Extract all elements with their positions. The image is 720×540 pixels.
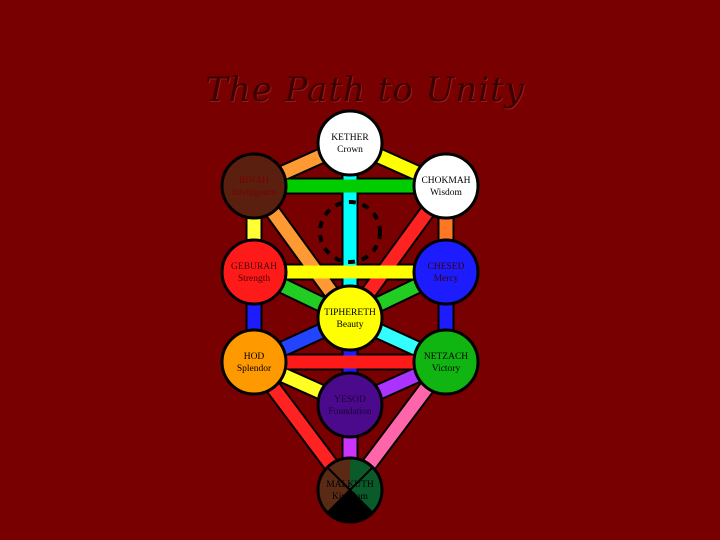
sephirah-circle-chokmah <box>412 152 480 220</box>
sephirah-malkuth: MALKUTH Kingdom <box>316 456 384 524</box>
malkuth-divider-b <box>326 466 374 514</box>
sephirah-meaning-hod: Splendor <box>237 364 272 374</box>
sephirah-netzach: NETZACH Victory <box>412 328 480 396</box>
malkuth-quarter-bottom <box>327 490 373 522</box>
malkuth-quarter-top-left <box>327 458 350 490</box>
sephirah-meaning-geburah: Strength <box>238 274 270 284</box>
malkuth-quarter-top-right <box>350 458 373 490</box>
sephirah-circle-geburah <box>220 238 288 306</box>
sephirah-name-chesed: CHESED <box>428 262 465 272</box>
sephirah-circle-hod <box>220 328 288 396</box>
daath-dashed-ring <box>318 200 382 264</box>
sephirah-name-chokmah: CHOKMAH <box>421 176 470 186</box>
sephirah-circle-netzach <box>412 328 480 396</box>
sephirah-tiphereth: TIPHERETH Beauty <box>316 284 384 352</box>
sephirah-circle-chesed <box>412 238 480 306</box>
sephirah-circle-binah <box>220 152 288 220</box>
sephirah-meaning-kether: Crown <box>337 145 363 155</box>
sephirah-meaning-tiphereth: Beauty <box>337 320 364 330</box>
sephirah-name-netzach: NETZACH <box>424 352 468 362</box>
malkuth-quarter-right <box>350 467 382 513</box>
sephirah-name-geburah: GEBURAH <box>231 262 277 272</box>
sephirah-name-tiphereth: TIPHERETH <box>324 308 376 318</box>
sephirah-name-yesod: YESOD <box>334 395 366 405</box>
sephirah-meaning-binah: Intelligence <box>232 188 277 198</box>
sephirah-circle-tiphereth <box>316 284 384 352</box>
sephirah-meaning-chokmah: Wisdom <box>430 188 462 198</box>
sephirah-meaning-chesed: Mercy <box>434 274 459 284</box>
sephirah-chesed: CHESED Mercy <box>412 238 480 306</box>
sephirah-geburah: GEBURAH Strength <box>220 238 288 306</box>
sephirah-chokmah: CHOKMAH Wisdom <box>412 152 480 220</box>
sephirah-name-malkuth: MALKUTH <box>326 480 374 490</box>
sephirah-meaning-yesod: Foundation <box>328 407 372 417</box>
slide-title: The Path to Unity <box>205 70 525 110</box>
daath-ring <box>318 200 382 264</box>
sephirah-yesod: YESOD Foundation <box>316 371 384 439</box>
sephirah-name-kether: KETHER <box>331 133 369 143</box>
sephirah-hod: HOD Splendor <box>220 328 288 396</box>
sephirah-binah: BINAH Intelligence <box>220 152 288 220</box>
sephirah-name-hod: HOD <box>244 352 265 362</box>
sephirah-name-binah: BINAH <box>239 176 269 186</box>
sephirah-circle-kether <box>316 109 384 177</box>
malkuth-quarter-left <box>318 467 350 513</box>
sephirah-circle-yesod <box>316 371 384 439</box>
malkuth-outline <box>316 456 384 524</box>
sephirah-meaning-netzach: Victory <box>432 364 461 374</box>
sephirah-kether: KETHER Crown <box>316 109 384 177</box>
sephirah-meaning-malkuth: Kingdom <box>332 492 369 502</box>
